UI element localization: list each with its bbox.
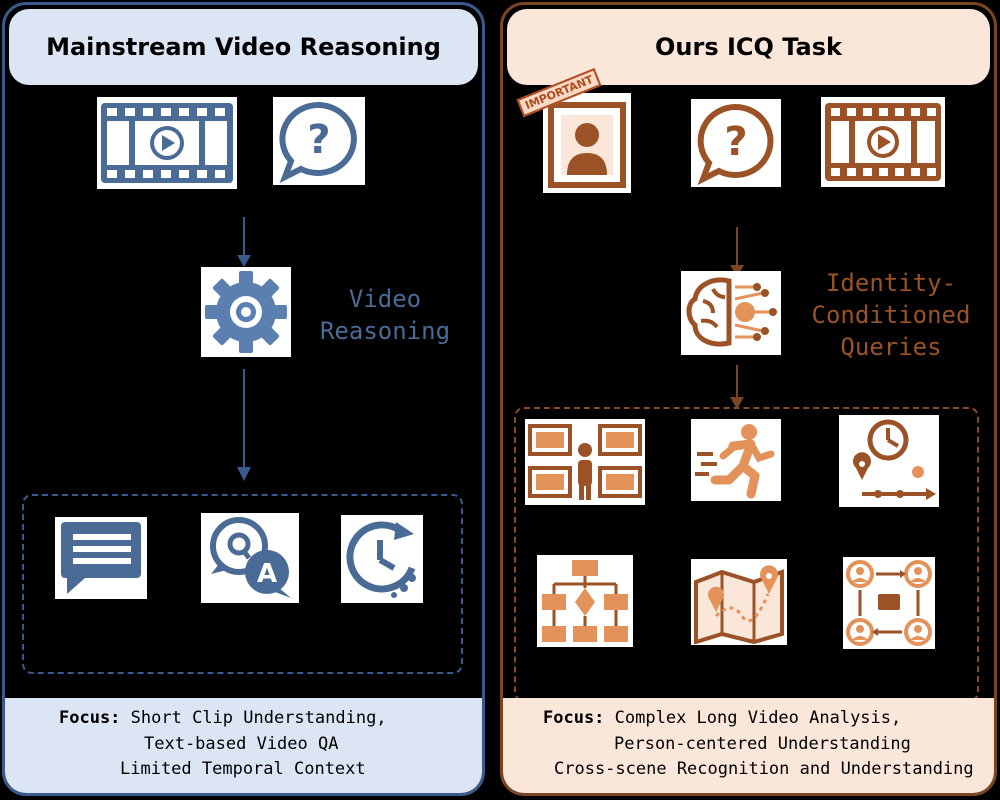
icq-focus: Focus: Complex Long Video Analysis, Pers… — [503, 698, 994, 793]
focus-label: Focus: — [543, 708, 605, 728]
brain-circuit-icon — [681, 271, 781, 355]
running-person-icon — [691, 419, 781, 501]
identity-line1: Identity- — [825, 269, 957, 297]
mainstream-title: Mainstream Video Reasoning — [9, 9, 478, 85]
flow-arrow-2 — [730, 365, 744, 409]
identity-line3: Queries — [840, 333, 942, 361]
mainstream-outputs-box — [22, 494, 463, 674]
qa-bubbles-icon: A — [201, 513, 299, 603]
svg-text:?: ? — [724, 119, 747, 165]
clock-history-icon — [341, 515, 423, 603]
svg-text:?: ? — [307, 117, 330, 163]
chat-message-icon — [55, 517, 147, 599]
video-reasoning-line2: Reasoning — [319, 317, 451, 345]
identity-queries-label: Identity- Conditioned Queries — [801, 267, 981, 363]
people-network-icon — [843, 557, 935, 649]
identity-line2: Conditioned — [811, 301, 971, 329]
svg-text:A: A — [257, 559, 277, 589]
gear-icon — [201, 267, 291, 357]
question-bubble-icon: ? — [273, 97, 365, 185]
flow-arrow-1 — [237, 217, 251, 267]
mainstream-focus: Focus: Short Clip Understanding, Text-ba… — [5, 698, 482, 793]
film-strip-icon — [821, 97, 945, 187]
map-route-icon — [691, 559, 787, 645]
film-strip-icon — [97, 97, 237, 189]
focus-line-3: Limited Temporal Context — [120, 759, 366, 779]
focus-line-3: Cross-scene Recognition and Understandin… — [554, 759, 974, 779]
focus-line-1: Short Clip Understanding, — [130, 708, 387, 728]
focus-label: Focus: — [59, 708, 121, 728]
flowchart-icon — [537, 555, 633, 647]
focus-line-2: Text-based Video QA — [144, 734, 339, 754]
focus-line-1: Complex Long Video Analysis, — [614, 708, 902, 728]
multi-scene-person-icon — [525, 419, 645, 505]
mainstream-panel: Mainstream Video Reasoning ? — [2, 2, 485, 796]
video-reasoning-line1: Video — [348, 285, 422, 313]
question-bubble-icon: ? — [691, 99, 781, 187]
focus-line-2: Person-centered Understanding — [614, 734, 911, 754]
timeline-clock-icon — [839, 415, 939, 507]
flow-arrow-2 — [237, 369, 251, 481]
person-portrait-icon — [543, 93, 631, 193]
flow-arrow-1 — [730, 227, 744, 277]
video-reasoning-label: Video Reasoning — [305, 283, 465, 347]
icq-panel: Ours ICQ Task IMPORTANT ? — [500, 2, 997, 796]
